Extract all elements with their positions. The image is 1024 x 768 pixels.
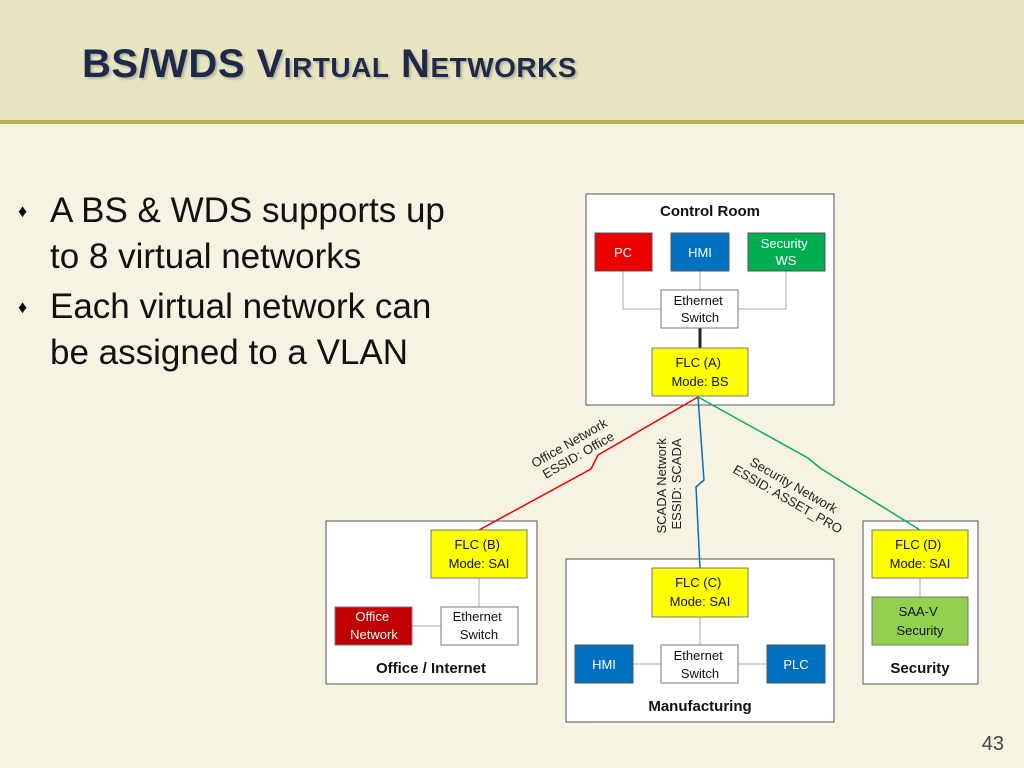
bullet-item: ♦ A BS & WDS supports up to 8 virtual ne… [18, 188, 458, 280]
scada-link-label: SCADA Network ESSID: SCADA [654, 435, 684, 534]
mfg-hmi-box [574, 644, 634, 684]
flc-d-label: FLC (D) Mode: SAI [890, 537, 951, 571]
saa-v-label: SAA-V Security [897, 604, 944, 638]
pc-box [594, 232, 653, 272]
security-ws-label: Security WS [761, 236, 812, 268]
office-switch-label: Ethernet Switch [453, 609, 506, 642]
bullet-item: ♦ Each virtual network can be assigned t… [18, 284, 458, 376]
office-network-label: Office Network [350, 609, 398, 642]
flc-c-box [651, 567, 749, 618]
plc-box [766, 644, 826, 684]
office-network-box [334, 606, 413, 646]
flc-b-box [430, 529, 528, 579]
diamond-bullet-icon: ♦ [18, 297, 28, 317]
bullet-list: ♦ A BS & WDS supports up to 8 virtual ne… [18, 188, 458, 380]
control-room-label: Control Room [660, 203, 760, 220]
slide-title: BS/WDS Virtual Networks [82, 42, 578, 86]
manufacturing-label: Manufacturing [648, 698, 751, 715]
mfg-switch-label: Ethernet Switch [674, 648, 727, 681]
page-number: 43 [981, 733, 1004, 755]
hmi-label: HMI [688, 245, 712, 260]
wire-pc-switch [622, 271, 661, 310]
mfg-hmi-label: HMI [592, 657, 616, 672]
hmi-box [670, 232, 730, 272]
flc-c-label: FLC (C) Mode: SAI [670, 575, 731, 609]
office-label: Office / Internet [376, 660, 486, 677]
security-label: Security [890, 660, 950, 677]
plc-label: PLC [783, 657, 808, 672]
mfg-switch-box [660, 644, 739, 684]
bullet-text: A BS & WDS supports up to 8 virtual netw… [50, 191, 445, 276]
slide-header: BS/WDS Virtual Networks [0, 0, 1024, 124]
pc-label: PC [614, 245, 632, 260]
wire-sec-switch [738, 271, 787, 310]
bullet-text: Each virtual network can be assigned to … [50, 287, 432, 372]
scada-wireless-link [695, 396, 705, 569]
flc-a-label: FLC (A) Mode: BS [671, 355, 728, 389]
flc-b-label: FLC (B) Mode: SAI [449, 537, 510, 571]
security-wireless-link [697, 396, 921, 531]
office-switch-box [440, 606, 519, 646]
office-link-label: Office Network ESSID: Office [529, 413, 621, 483]
control-switch-box [660, 289, 739, 329]
office-wireless-link [478, 396, 699, 531]
control-switch-label: Ethernet Switch [674, 293, 727, 325]
security-ws-box [747, 232, 826, 272]
flc-d-box [871, 529, 969, 579]
saa-v-box [871, 596, 969, 646]
flc-a-box [651, 347, 749, 397]
diamond-bullet-icon: ♦ [18, 201, 28, 221]
security-link-label: Security Network ESSID: ASSET_PRO [731, 449, 853, 537]
